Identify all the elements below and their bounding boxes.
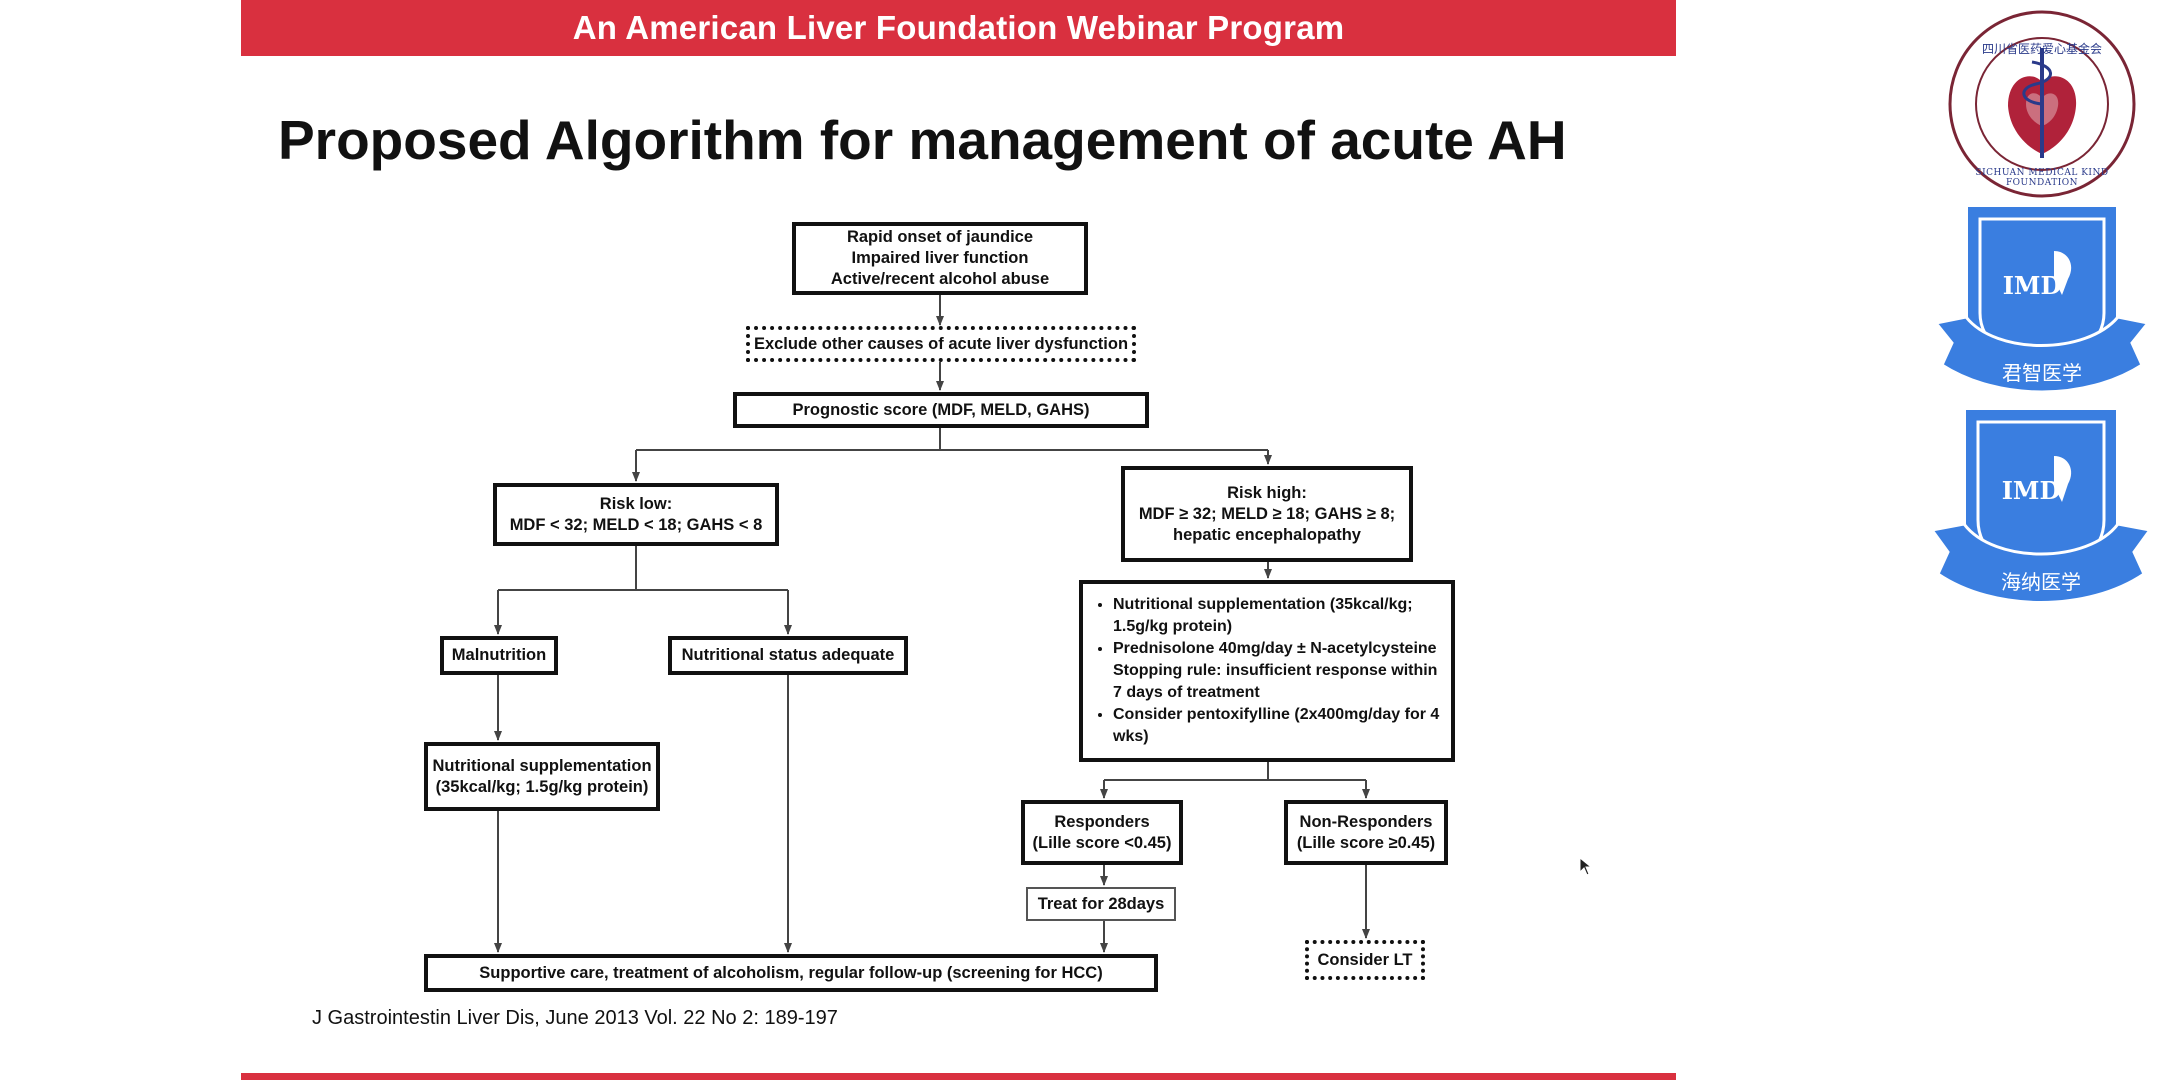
treatment-box: Nutritional supplementation (35kcal/kg; … <box>1079 580 1455 762</box>
seal-emblem-icon <box>1948 10 2136 198</box>
imd-badge-haina: IMD 海纳医学 <box>1929 408 2153 614</box>
badge1-mark: IMD <box>2002 271 2062 300</box>
malnutrition-text: Malnutrition <box>451 646 547 664</box>
supportive-box: Supportive care, treatment of alcoholism… <box>424 954 1158 992</box>
consider-lt-box: Consider LT <box>1305 940 1425 980</box>
non-responders-label: Non-Responders <box>1299 812 1433 831</box>
responders-label: Responders <box>1054 812 1150 831</box>
responders-box: Responders (Lille score <0.45) <box>1021 800 1183 865</box>
treatment-bullet: Nutritional supplementation (35kcal/kg; … <box>1113 594 1441 638</box>
risk-high-box: Risk high: MDF ≥ 32; MELD ≥ 18; GAHS ≥ 8… <box>1121 466 1413 562</box>
risk-low-box: Risk low: MDF < 32; MELD < 18; GAHS < 8 <box>493 483 779 546</box>
supplementation-line-2: (35kcal/kg; 1.5g/kg protein) <box>435 777 649 796</box>
exclude-box: Exclude other causes of acute liver dysf… <box>746 326 1136 362</box>
badge1-ribbon: 君智医学 <box>2002 361 2082 385</box>
imd-shield-icon <box>1929 410 2153 604</box>
supplementation-line-1: Nutritional supplementation <box>432 756 652 775</box>
risk-high-criteria: MDF ≥ 32; MELD ≥ 18; GAHS ≥ 8; <box>1138 504 1396 523</box>
risk-low-label: Risk low: <box>599 494 673 513</box>
imd-badge-junzhi: IMD 君智医学 <box>1933 205 2151 403</box>
onset-box: Rapid onset of jaundice Impaired liver f… <box>792 222 1088 295</box>
citation: J Gastrointestin Liver Dis, June 2013 Vo… <box>312 1007 838 1029</box>
risk-high-extra: hepatic encephalopathy <box>1173 525 1361 544</box>
mouse-cursor-icon <box>1579 857 1593 876</box>
supportive-text: Supportive care, treatment of alcoholism… <box>479 963 1103 982</box>
seal-ring-text: SICHUAN MEDICAL KIND FOUNDATION <box>1975 168 2109 188</box>
supplementation-box: Nutritional supplementation (35kcal/kg; … <box>424 742 660 811</box>
non-responders-criteria: (Lille score ≥0.45) <box>1296 833 1436 852</box>
treatment-bullet: Prednisolone 40mg/day ± N-acetylcysteine… <box>1113 638 1441 704</box>
banner-text: An American Liver Foundation Webinar Pro… <box>572 9 1345 46</box>
treat-text: Treat for 28days <box>1037 894 1165 913</box>
responders-criteria: (Lille score <0.45) <box>1032 833 1172 852</box>
sichuan-foundation-seal: 四川省医药爱心基金会 SICHUAN MEDICAL KIND FOUNDATI… <box>1946 8 2138 200</box>
bottom-rule <box>241 1073 1676 1080</box>
prognostic-text: Prognostic score (MDF, MELD, GAHS) <box>792 400 1090 419</box>
seal-chinese-text: 四川省医药爱心基金会 <box>1981 42 2102 56</box>
exclude-text: Exclude other causes of acute liver dysf… <box>753 334 1129 353</box>
onset-line-3: Active/recent alcohol abuse <box>830 270 1050 288</box>
risk-low-criteria: MDF < 32; MELD < 18; GAHS < 8 <box>509 515 763 534</box>
badge2-mark: IMD <box>2001 476 2061 505</box>
treat-box: Treat for 28days <box>1026 887 1176 921</box>
treatment-list: Nutritional supplementation (35kcal/kg; … <box>1097 594 1441 748</box>
non-responders-box: Non-Responders (Lille score ≥0.45) <box>1284 800 1448 865</box>
adequate-text: Nutritional status adequate <box>681 646 895 664</box>
malnutrition-box: Malnutrition <box>440 636 558 675</box>
slide-title: Proposed Algorithm for management of acu… <box>278 109 1567 171</box>
onset-line-2: Impaired liver function <box>851 249 1029 267</box>
prognostic-box: Prognostic score (MDF, MELD, GAHS) <box>733 392 1149 428</box>
imd-shield-icon <box>1933 207 2151 394</box>
webinar-banner: An American Liver Foundation Webinar Pro… <box>241 0 1676 56</box>
treatment-bullet: Consider pentoxifylline (2x400mg/day for… <box>1113 704 1441 748</box>
risk-high-label: Risk high: <box>1227 483 1307 502</box>
adequate-box: Nutritional status adequate <box>668 636 908 675</box>
badge2-ribbon: 海纳医学 <box>2001 570 2081 594</box>
onset-line-1: Rapid onset of jaundice <box>846 228 1034 246</box>
consider-lt-text: Consider LT <box>1317 950 1413 969</box>
